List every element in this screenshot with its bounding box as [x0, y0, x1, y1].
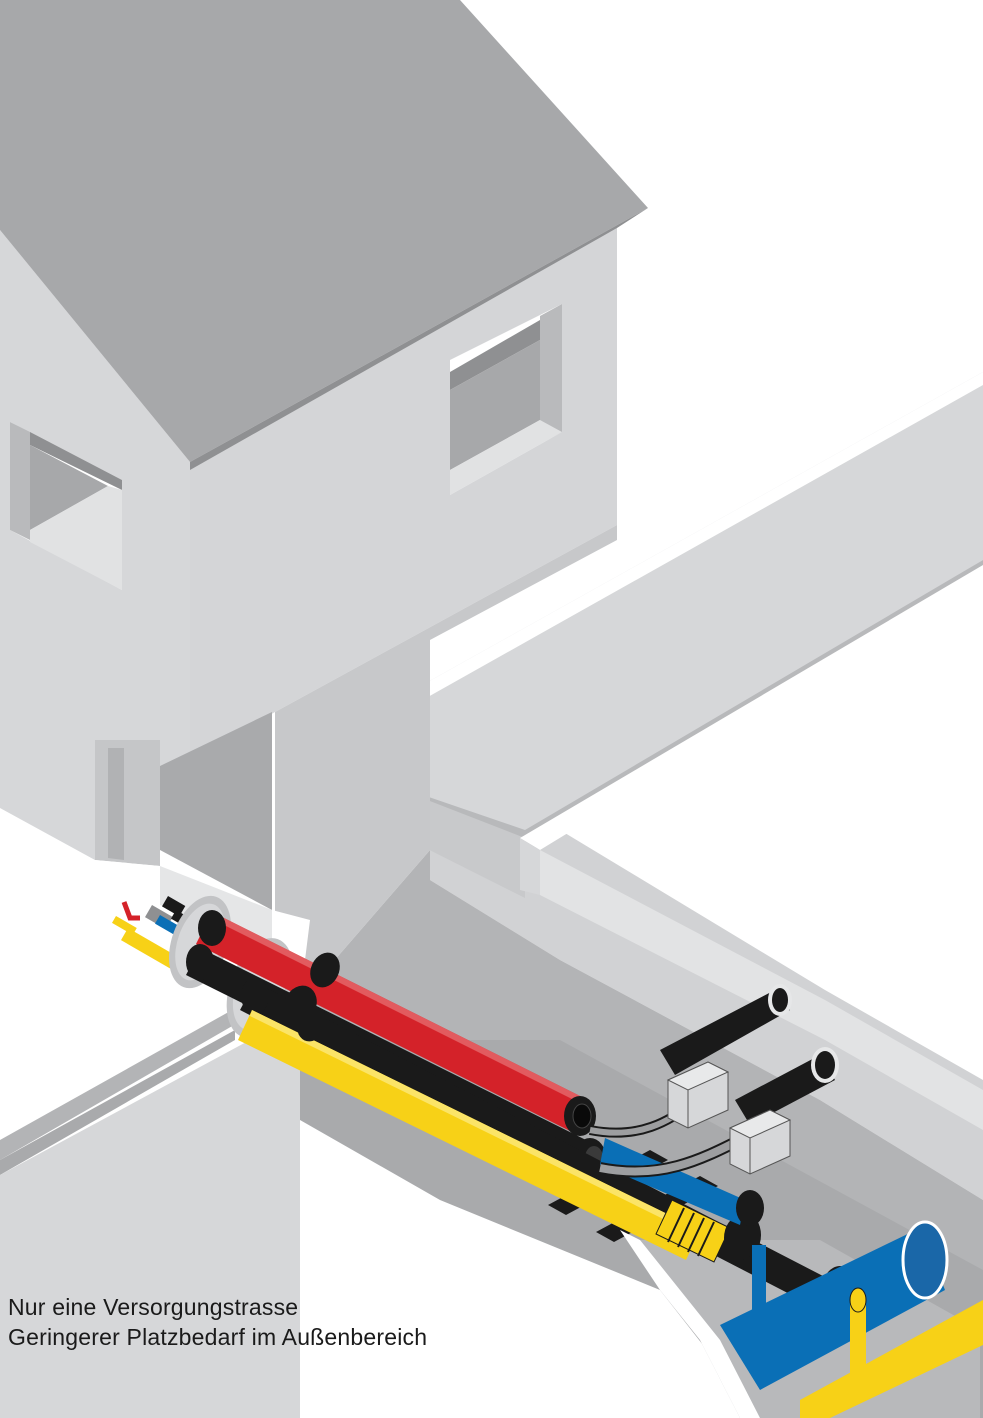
caption: Nur eine Versorgungstrasse Geringerer Pl…: [8, 1292, 427, 1352]
caption-line-1: Nur eine Versorgungstrasse: [8, 1292, 427, 1322]
caption-line-2: Geringerer Platzbedarf im Außenbereich: [8, 1322, 427, 1352]
